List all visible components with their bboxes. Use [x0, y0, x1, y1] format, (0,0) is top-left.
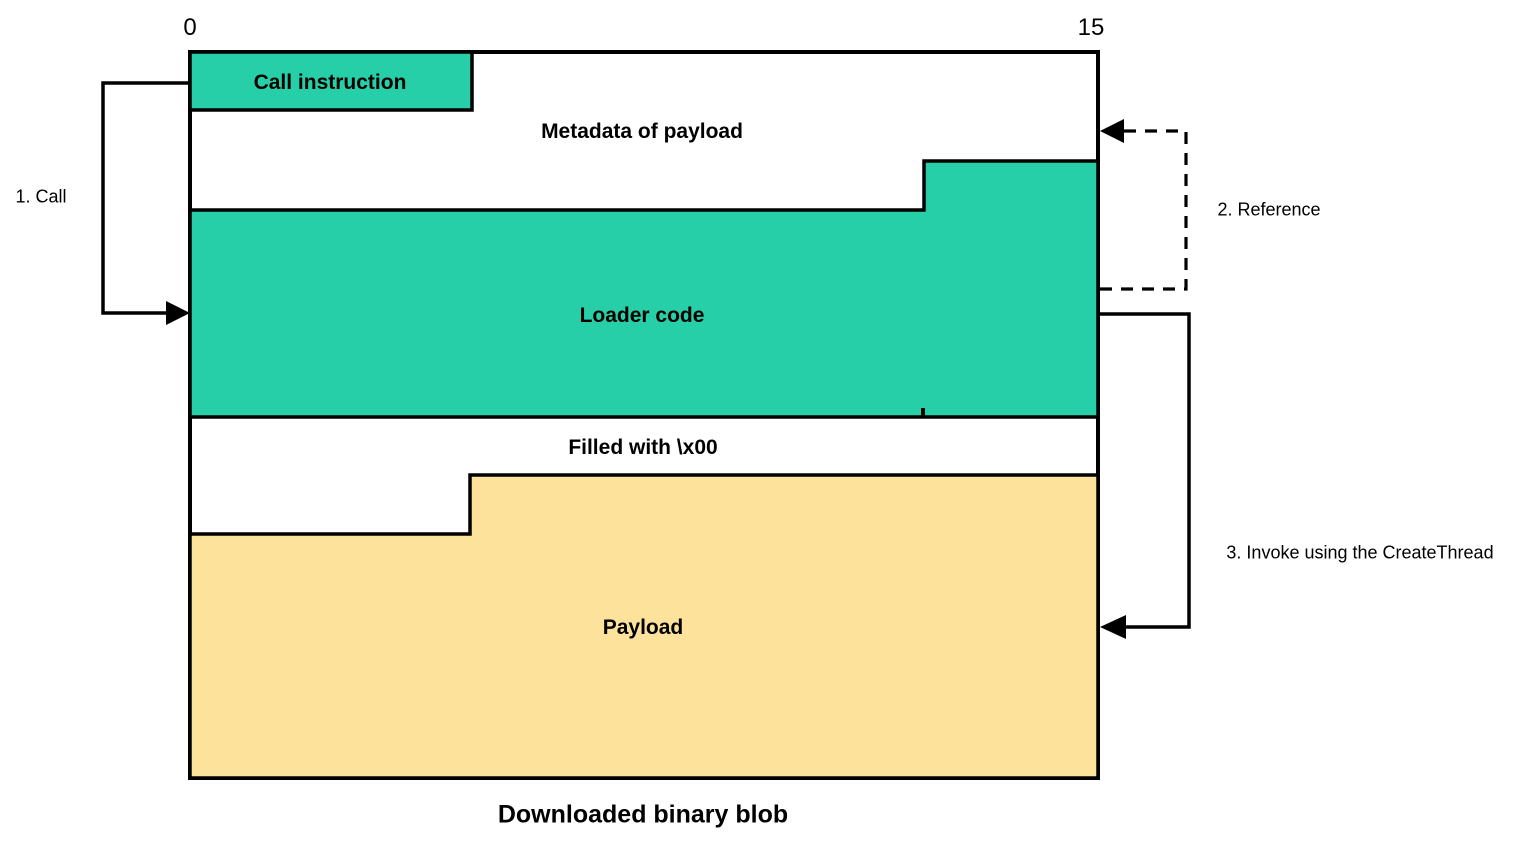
filler-label: Filled with \x00: [568, 436, 718, 459]
step-2-reference-label: 2. Reference: [1217, 199, 1321, 220]
loader-code-shape: [188, 159, 1100, 419]
tick-0: 0: [183, 14, 197, 41]
invoke-arrow-line: [1100, 312, 1191, 629]
call-arrowhead-icon: [166, 301, 190, 325]
invoke-arrowhead-icon: [1100, 615, 1126, 639]
payload-label: Payload: [602, 616, 684, 639]
metadata-label: Metadata of payload: [541, 120, 743, 143]
reference-arrow-line: [1100, 129, 1188, 291]
payload-shape: [188, 473, 1100, 780]
call-instruction-shape: [188, 50, 474, 112]
call-arrow-line: [101, 81, 190, 315]
call-instruction-label: Call instruction: [253, 71, 407, 94]
loader-code-label: Loader code: [579, 304, 705, 327]
reference-arrowhead-icon: [1100, 119, 1124, 143]
tick-15: 15: [1077, 14, 1105, 41]
loader-step-notch: [921, 408, 925, 418]
step-3-invoke-label: 3. Invoke using the CreateThread: [1226, 542, 1494, 563]
diagram-caption: Downloaded binary blob: [497, 800, 789, 829]
step-1-call-label: 1. Call: [15, 186, 67, 207]
